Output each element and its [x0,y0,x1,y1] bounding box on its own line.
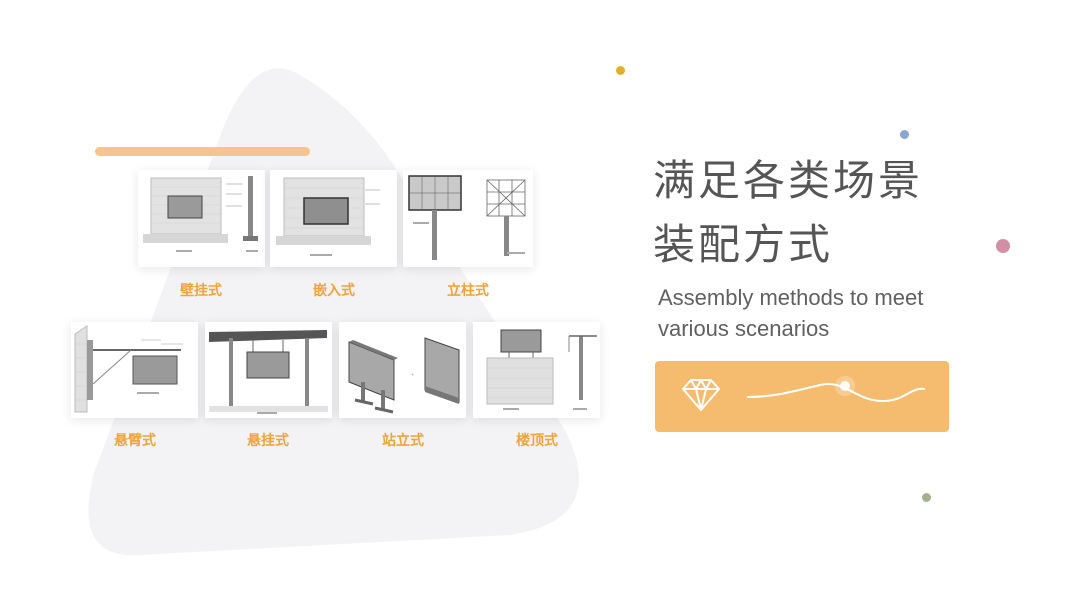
decor-dot-pink [996,239,1010,253]
method-label-pillar: 立柱式 [447,283,489,299]
method-card-wall-mount[interactable] [138,170,265,267]
subtitle-line1: Assembly methods to meet [658,285,924,310]
embedded-diagram [276,177,380,256]
method-label-cantilever: 悬臂式 [114,433,156,449]
decor-dot-green [922,493,931,502]
method-label-wall-mount: 壁挂式 [180,283,222,299]
pillar-diagram [408,175,526,260]
method-card-cantilever[interactable] [71,322,198,418]
method-label-embedded: 嵌入式 [313,283,355,299]
page-title-line2: 装配方式 [653,220,834,269]
method-card-hanging[interactable] [205,322,332,418]
method-card-rooftop[interactable] [473,322,600,418]
method-card-pillar[interactable] [403,170,533,267]
rooftop-diagram [486,329,597,410]
wave-line [746,376,926,403]
decor-dot-yellow [616,66,625,75]
diamond-icon [682,379,720,411]
method-label-rooftop: 楼顶式 [516,433,558,449]
standing-diagram: + [348,337,460,414]
decor-dot-blue [900,130,909,139]
page-title-line1: 满足各类场景 [653,156,924,205]
svg-text:+: + [411,372,414,377]
wall-mount-diagram [143,176,258,252]
hanging-diagram [209,330,328,414]
subtitle-line2: various scenarios [658,316,830,341]
accent-bar [95,147,310,156]
method-label-standing: 站立式 [382,433,424,449]
decor-banner [655,361,949,432]
method-card-standing[interactable]: + [339,322,466,418]
method-card-embedded[interactable] [270,170,397,267]
method-label-hanging: 悬挂式 [247,433,289,449]
cantilever-diagram [74,325,183,413]
